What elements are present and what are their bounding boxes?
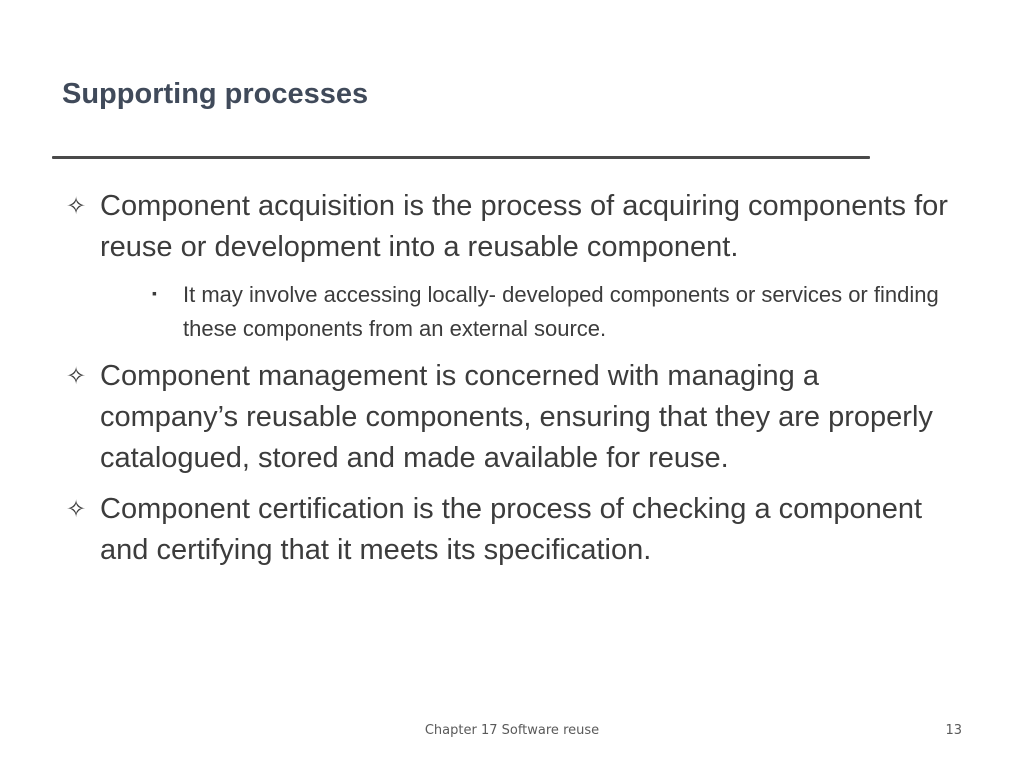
sub-bullet-item: ▪ It may involve accessing locally- deve… — [100, 278, 962, 346]
bullet-text: Component management is concerned with m… — [100, 360, 933, 474]
sub-bullet-text: It may involve accessing locally- develo… — [183, 282, 939, 341]
footer-chapter-label: Chapter 17 Software reuse — [424, 723, 600, 738]
bullet-text: Component acquisition is the process of … — [100, 190, 948, 263]
square-bullet-icon: ▪ — [152, 285, 157, 301]
slide-title: Supporting processes — [62, 78, 369, 110]
page-number: 13 — [945, 723, 962, 738]
four-point-star-bullet-icon: ✧ — [66, 363, 87, 390]
sub-bullet-list: ▪ It may involve accessing locally- deve… — [100, 278, 962, 346]
bullet-text: Component certification is the process o… — [100, 493, 923, 566]
bullet-item-acquisition: ✧ Component acquisition is the process o… — [62, 186, 962, 346]
title-divider — [52, 156, 870, 159]
four-point-star-bullet-icon: ✧ — [66, 193, 87, 220]
bullet-list: ✧ Component acquisition is the process o… — [62, 186, 962, 581]
bullet-item-certification: ✧ Component certification is the process… — [62, 489, 962, 571]
four-point-star-bullet-icon: ✧ — [66, 496, 87, 523]
bullet-item-management: ✧ Component management is concerned with… — [62, 356, 962, 479]
